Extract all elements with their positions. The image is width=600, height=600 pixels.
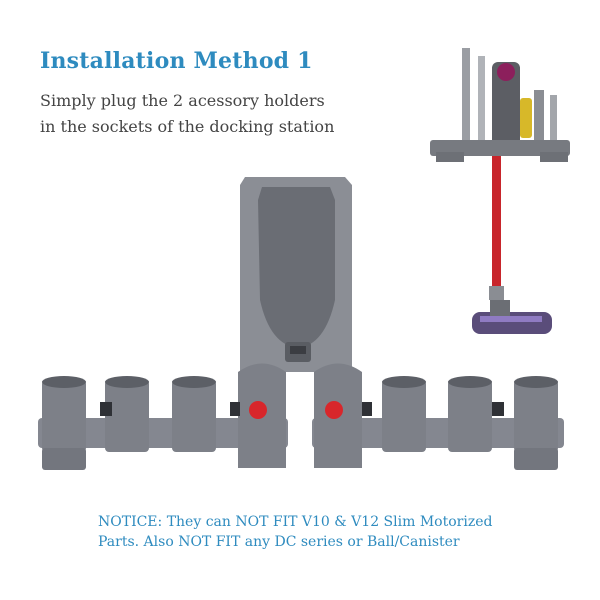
right-accessory-holder	[312, 363, 564, 470]
heading: Installation Method 1	[40, 48, 313, 74]
left-release-button	[249, 401, 267, 419]
notice-line-1: NOTICE: They can NOT FIT V10 & V12 Slim …	[98, 514, 493, 530]
notice: NOTICE: They can NOT FIT V10 & V12 Slim …	[98, 512, 492, 552]
left-accessory-holder	[38, 363, 288, 470]
docking-station	[240, 177, 352, 372]
right-release-button	[325, 401, 343, 419]
description-line-1: Simply plug the 2 acessory holders	[40, 91, 325, 110]
vacuum-photo	[430, 48, 570, 334]
description: Simply plug the 2 acessory holders in th…	[40, 88, 334, 140]
notice-line-2: Parts. Also NOT FIT any DC series or Bal…	[98, 534, 460, 550]
description-line-2: in the sockets of the docking station	[40, 117, 335, 136]
